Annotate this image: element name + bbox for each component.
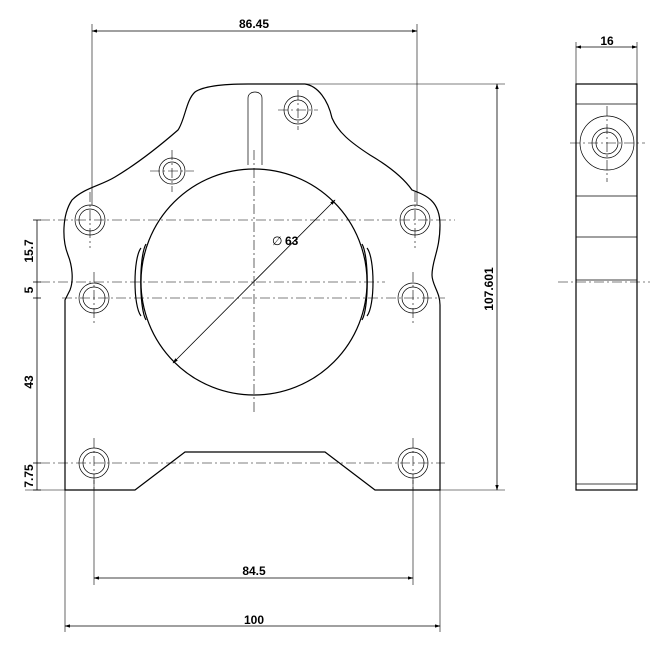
dim-line-bore xyxy=(172,199,336,364)
dim-bore-symbol: ∅ xyxy=(272,234,282,248)
dim-bottom-offset: 7.75 xyxy=(22,464,36,488)
dim-thickness: 16 xyxy=(600,34,614,48)
top-slot xyxy=(247,91,263,165)
dim-height: 107.601 xyxy=(482,267,496,311)
left-stack-ticks xyxy=(33,219,41,491)
dim-hole-spacing-low: 43 xyxy=(22,375,36,389)
dim-bore: 63 xyxy=(285,234,299,248)
side-body xyxy=(575,83,638,491)
front-view: 86.45 ∅ 63 107.601 15.7 5 43 7.75 84.5 1… xyxy=(22,17,505,632)
dim-hole-spacing-top: 15.7 xyxy=(22,239,36,263)
dim-bottom-holes: 84.5 xyxy=(242,564,266,578)
plate-outline xyxy=(63,83,441,491)
dim-overall-width: 100 xyxy=(244,613,264,627)
extension-lines xyxy=(25,24,505,632)
dim-top-width: 86.45 xyxy=(239,17,269,31)
center-lines xyxy=(40,90,455,490)
side-view: 16 xyxy=(558,34,650,491)
dim-hole-spacing-mid: 5 xyxy=(22,286,36,293)
